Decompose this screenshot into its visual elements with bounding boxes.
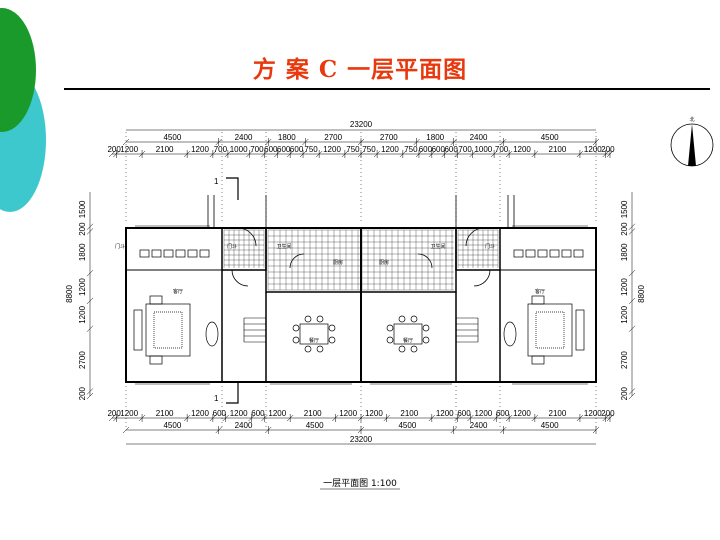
dimension-label: 600 <box>277 145 291 154</box>
dimension-label: 1000 <box>474 145 492 154</box>
dimension-label: 2700 <box>380 133 398 142</box>
dimension-label: 4500 <box>163 133 181 142</box>
dimension-label: 600 <box>213 409 227 418</box>
dimension-label: 750 <box>346 145 360 154</box>
dimension-label: 1200 <box>78 278 87 296</box>
dimension-label: 1500 <box>620 200 629 218</box>
dimension-label: 1200 <box>365 409 383 418</box>
dimension-label: 1800 <box>278 133 296 142</box>
dimension-label: 1500 <box>78 200 87 218</box>
dimension-label: 600 <box>432 145 446 154</box>
dimension-label: 600 <box>290 145 304 154</box>
dimension-label: 1200 <box>584 145 602 154</box>
room-label-door-right: 门斗 <box>485 243 495 250</box>
dimension-label: 2400 <box>235 133 253 142</box>
dimension-label: 1200 <box>230 409 248 418</box>
dimension-label: 1200 <box>436 409 454 418</box>
dimension-label: 1000 <box>230 145 248 154</box>
dimension-label: 200 <box>620 386 629 400</box>
dimension-label: 1200 <box>323 145 341 154</box>
dimension-label: 1200 <box>620 278 629 296</box>
dimension-label: 600 <box>264 145 278 154</box>
dimension-label: 4500 <box>163 421 181 430</box>
dimension-label: 1800 <box>426 133 444 142</box>
dimension-label: 600 <box>251 409 265 418</box>
section-mark-bottom: 1 <box>214 394 219 403</box>
dimension-label: 1200 <box>513 409 531 418</box>
dimension-label: 600 <box>457 409 471 418</box>
dimension-label: 1200 <box>513 145 531 154</box>
dimension-label: 2100 <box>156 145 174 154</box>
dimension-label: 600 <box>444 145 458 154</box>
dimension-label: 4500 <box>541 421 559 430</box>
dimension-label: 1200 <box>120 409 138 418</box>
dimension-label: 1200 <box>78 305 87 323</box>
room-label-door-far-left: 门斗 <box>115 243 125 250</box>
dimension-label: 750 <box>362 145 376 154</box>
page-title: 方 案 C 一层平面图 <box>252 56 468 83</box>
room-label-toilet-left: 卫生间 <box>276 243 291 250</box>
dimension-label: 2400 <box>235 421 253 430</box>
dimension-total: 23200 <box>350 120 373 129</box>
dimension-label: 750 <box>404 145 418 154</box>
dimension-label: 1200 <box>120 145 138 154</box>
dimension-label: 1800 <box>78 243 87 261</box>
room-label-kitchen-right: 厨房 <box>379 259 389 266</box>
room-label-dining-right: 餐厅 <box>403 337 413 344</box>
dimension-label: 2100 <box>156 409 174 418</box>
dimension-label: 1200 <box>191 145 209 154</box>
dimension-label: 600 <box>496 409 510 418</box>
dimension-label: 2700 <box>620 351 629 369</box>
dimension-label: 1200 <box>268 409 286 418</box>
room-label-door-left: 门斗 <box>227 243 237 250</box>
dimension-label: 4500 <box>398 421 416 430</box>
room-label-kitchen-left: 厨房 <box>333 259 343 266</box>
dimension-label: 1200 <box>381 145 399 154</box>
dimension-label: 2100 <box>549 145 567 154</box>
dimension-label: 1800 <box>620 243 629 261</box>
dimension-label: 2700 <box>78 351 87 369</box>
dimension-label: 750 <box>304 145 318 154</box>
dimension-label: 700 <box>458 145 472 154</box>
dimension-label: 2700 <box>324 133 342 142</box>
dimension-label: 700 <box>250 145 264 154</box>
section-mark-top: 1 <box>214 177 219 186</box>
dimension-label: 200 <box>601 145 615 154</box>
dimension-label: 4500 <box>541 133 559 142</box>
dimension-label: 2400 <box>470 421 488 430</box>
room-label-living-right: 客厅 <box>535 288 545 295</box>
room-label-living-left: 客厅 <box>173 288 183 295</box>
dimension-total: 8800 <box>65 285 74 303</box>
dimension-label: 200 <box>107 409 121 418</box>
room-label-dining-left: 餐厅 <box>309 337 319 344</box>
dimension-label: 200 <box>78 386 87 400</box>
dimension-label: 200 <box>601 409 615 418</box>
svg-text:北: 北 <box>689 116 694 123</box>
dimension-label: 200 <box>620 222 629 236</box>
dimension-label: 200 <box>78 222 87 236</box>
dimension-label: 1200 <box>584 409 602 418</box>
dimension-label: 600 <box>419 145 433 154</box>
dimension-total: 8800 <box>637 285 646 303</box>
dimension-label: 1200 <box>620 305 629 323</box>
dimension-total: 23200 <box>350 435 373 444</box>
dimension-label: 2100 <box>549 409 567 418</box>
dimension-label: 200 <box>107 145 121 154</box>
dimension-label: 1200 <box>191 409 209 418</box>
dimension-label: 2100 <box>400 409 418 418</box>
drawing-caption: 一层平面图 1:100 <box>323 478 397 489</box>
dimension-label: 2400 <box>470 133 488 142</box>
dimension-label: 4500 <box>306 421 324 430</box>
dimension-label: 700 <box>495 145 509 154</box>
title-underline <box>64 88 710 90</box>
room-label-toilet-right: 卫生间 <box>430 243 445 250</box>
dimension-label: 1200 <box>339 409 357 418</box>
north-arrow-icon: 北 <box>670 116 714 167</box>
corner-decoration <box>0 0 60 220</box>
dimension-label: 2100 <box>304 409 322 418</box>
dimension-label: 700 <box>214 145 228 154</box>
dimension-label: 1200 <box>474 409 492 418</box>
